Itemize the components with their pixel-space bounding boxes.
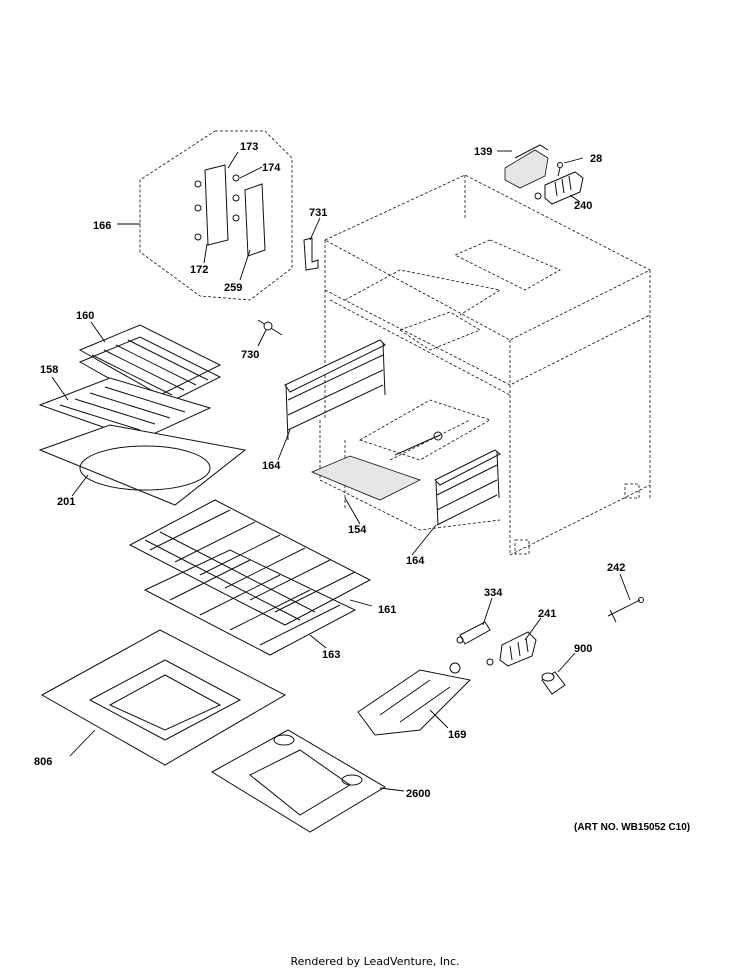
part-259-cover xyxy=(244,183,266,257)
label-241: 241 xyxy=(538,608,556,620)
part-174-screws xyxy=(232,174,240,222)
part-28-screw xyxy=(557,162,563,177)
label-900: 900 xyxy=(574,643,592,655)
label-161: 161 xyxy=(378,604,396,616)
label-806: 806 xyxy=(34,756,52,768)
part-139-bracket xyxy=(504,144,549,189)
part-242-electrode xyxy=(607,597,644,623)
part-241-igniter xyxy=(486,631,537,667)
part-164-rack-support-left xyxy=(284,339,386,441)
label-334: 334 xyxy=(484,587,503,599)
part-900-fitting xyxy=(541,671,566,695)
label-163: 163 xyxy=(322,649,340,661)
label-174: 174 xyxy=(262,162,281,174)
art-number: (ART NO. WB15052 C10) xyxy=(574,822,691,833)
label-139: 139 xyxy=(474,146,492,158)
label-201: 201 xyxy=(57,496,75,508)
label-2600: 2600 xyxy=(406,788,430,800)
part-154-burner-deflector xyxy=(310,431,443,501)
part-163-oven-rack xyxy=(143,549,357,656)
label-172: 172 xyxy=(190,264,208,276)
label-259: 259 xyxy=(224,282,242,294)
label-160: 160 xyxy=(76,310,94,322)
label-154: 154 xyxy=(348,524,367,536)
part-164-rack-support-right xyxy=(434,449,501,526)
label-240: 240 xyxy=(574,200,592,212)
part-240-igniter-module xyxy=(534,171,584,205)
part-334-orifice xyxy=(456,621,491,645)
label-731: 731 xyxy=(309,207,327,219)
part-labels: 173 174 166 172 259 731 139 28 240 160 1… xyxy=(34,141,625,800)
credit-text: Rendered by LeadVenture, Inc. xyxy=(290,955,460,968)
label-173: 173 xyxy=(240,141,258,153)
part-2600-cover-panel xyxy=(211,729,386,833)
label-169: 169 xyxy=(448,729,466,741)
part-166-group-outline xyxy=(139,130,293,301)
oven-cabinet xyxy=(319,174,651,556)
part-161-oven-rack xyxy=(128,499,372,626)
label-166: 166 xyxy=(93,220,111,232)
label-164-right: 164 xyxy=(406,555,425,567)
part-201-broiler-tray xyxy=(38,424,247,506)
label-158: 158 xyxy=(40,364,58,376)
part-806-oven-bottom xyxy=(40,629,287,766)
label-28: 28 xyxy=(590,153,602,165)
part-172-terminal-block xyxy=(194,164,229,246)
leader-lines xyxy=(51,150,631,792)
label-730: 730 xyxy=(241,349,259,361)
part-169-burner xyxy=(357,662,472,736)
label-164-left: 164 xyxy=(262,460,281,472)
label-242: 242 xyxy=(607,562,625,574)
part-731-bracket xyxy=(303,237,319,271)
part-730-clip xyxy=(257,319,283,336)
